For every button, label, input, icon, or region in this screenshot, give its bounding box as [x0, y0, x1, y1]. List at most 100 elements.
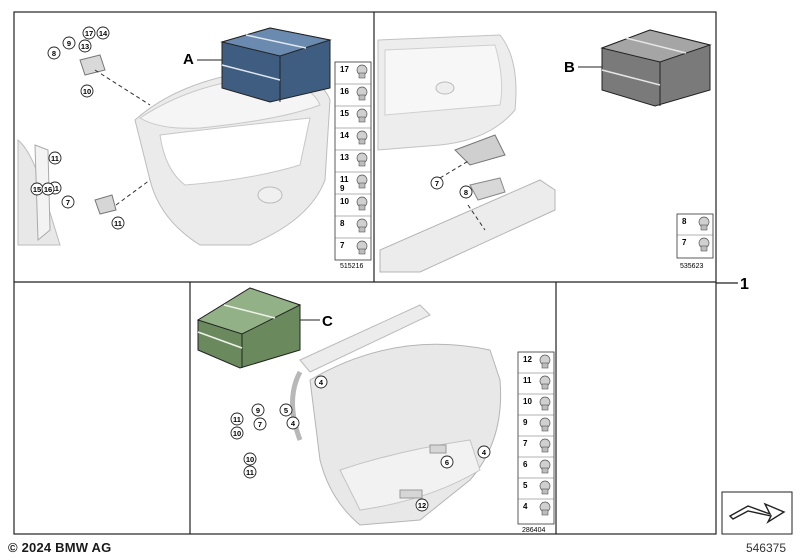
panel-a-legend [334, 61, 372, 261]
main-callout-label: 1 [740, 276, 749, 293]
diagram-number: 546375 [745, 541, 786, 555]
panel-c-fastener-icon [541, 383, 549, 390]
panel-a-callout-number: 10 [83, 87, 91, 96]
panel-a-fastener-icon [358, 226, 366, 233]
panel-a-fastener-icon [358, 204, 366, 211]
panel-c-callout [230, 412, 244, 426]
kit-label-c: C [322, 313, 333, 330]
panel-c-callout-number: 10 [233, 429, 241, 438]
panel-c-callout [415, 498, 429, 512]
panel-b-legend-number: 7 [682, 238, 687, 247]
panel-c-fastener-icon [541, 425, 549, 432]
panel-c-legend-number: 9 [523, 418, 528, 427]
panel-c-legend-number: 11 [523, 376, 532, 385]
panel-a-callout [62, 36, 76, 50]
panel-c-fastener-icon [541, 404, 549, 411]
panel-a-fastener-icon [358, 182, 366, 189]
panel-c-callout [440, 455, 454, 469]
panel-c-fastener-icon [541, 467, 549, 474]
panel-a-callout-number: 13 [81, 42, 89, 51]
panel-c-legend [517, 351, 555, 525]
panel-a-legend-number: 16 [340, 87, 349, 96]
panel-a-callout-number: 7 [66, 198, 70, 207]
direction-arrow-icon [721, 491, 793, 535]
copyright-text: © 2024 BMW AG [8, 540, 112, 555]
panel-a-callout [61, 195, 75, 209]
panel-c-callout-number: 5 [284, 406, 288, 415]
panel-a-callout [78, 39, 92, 53]
panel-c-callout [253, 417, 267, 431]
panel-a-legend-number: 13 [340, 153, 349, 162]
panel-a-callout-number: 11 [114, 219, 122, 228]
panel-a-callout-number: 9 [67, 39, 71, 48]
panel-b-fastener-icon [700, 245, 708, 252]
panel-c-callout-number: 4 [319, 378, 324, 387]
panel-c-callout-number: 4 [482, 448, 487, 457]
panel-b-legend [676, 213, 714, 259]
panel-a-legend-number: 8 [340, 219, 345, 228]
panel-a-legend-number: 14 [340, 131, 349, 140]
panel-a-tailgate [17, 54, 331, 246]
panel-c-callout [243, 465, 257, 479]
panel-a-callout-number: 15 [33, 185, 41, 194]
panel-c-legend-number: 12 [523, 355, 532, 364]
kit-label-a: A [183, 51, 194, 68]
panel-a-callout [80, 84, 94, 98]
panel-c-fastener-icon [541, 509, 549, 516]
panel-a-callout-number: 14 [99, 29, 108, 38]
panel-a-fastener-icon [358, 138, 366, 145]
panel-c-callout-number: 6 [445, 458, 449, 467]
panel-a-legend-number: 7 [340, 241, 345, 250]
panel-a-callout-number: 16 [44, 185, 52, 194]
panel-c-callout [477, 445, 491, 459]
panel-b-callout-number: 8 [464, 188, 468, 197]
panel-b-legend-number: 8 [682, 217, 687, 226]
panel-c-callout-number: 10 [246, 455, 254, 464]
panel-c-trim [290, 304, 502, 526]
panel-a-legend-number: 11 [340, 175, 349, 184]
panel-c-callout-number: 11 [246, 468, 254, 477]
panel-a-callout [47, 46, 61, 60]
panel-c-callout [279, 403, 293, 417]
kit-label-b: B [564, 59, 575, 76]
panel-a-fastener-icon [358, 248, 366, 255]
panel-b-callout [459, 185, 473, 199]
panel-a-legend-number: 9 [340, 184, 345, 193]
panel-b-tailgate [377, 34, 556, 273]
panel-c-callout [286, 416, 300, 430]
panel-frame [13, 11, 738, 535]
panel-c-callout-number: 7 [258, 420, 262, 429]
panel-c-legend-number: 5 [523, 481, 528, 490]
panel-c-callout [243, 452, 257, 466]
panel-a-callout [96, 26, 110, 40]
panel-c-callout-number: 9 [256, 406, 260, 415]
panel-c-callout [230, 426, 244, 440]
panel-b-fastener-icon [700, 224, 708, 231]
panel-a-legend-number: 17 [340, 65, 349, 74]
panel-a-callout [48, 151, 62, 165]
panel-a-fastener-icon [358, 72, 366, 79]
panel-c-callout [251, 403, 265, 417]
panel-c-callout [314, 375, 328, 389]
panel-a-fastener-icon [358, 94, 366, 101]
panel-a-fastener-icon [358, 160, 366, 167]
panel-a-callout [41, 182, 55, 196]
panel-c-legend-number: 7 [523, 439, 528, 448]
panel-c-legend-number: 4 [523, 502, 528, 511]
kit-box-c [196, 287, 302, 369]
panel-b-callout [430, 176, 444, 190]
panel-b-callout-number: 7 [435, 179, 439, 188]
panel-a-callout-number: 8 [52, 49, 56, 58]
panel-c-callout-number: 12 [418, 501, 426, 510]
panel-a-callout-number: 17 [85, 29, 93, 38]
panel-a-fastener-icon [358, 116, 366, 123]
panel-a-ref: 515216 [340, 263, 363, 270]
kit-box-a [220, 27, 332, 103]
panel-c-callout-number: 11 [233, 415, 241, 424]
panel-a-callout-number: 11 [51, 184, 59, 193]
panel-a-callout-number: 11 [51, 154, 59, 163]
panel-c-ref: 286404 [522, 527, 545, 534]
panel-c-fastener-icon [541, 446, 549, 453]
kit-box-b [600, 29, 712, 107]
